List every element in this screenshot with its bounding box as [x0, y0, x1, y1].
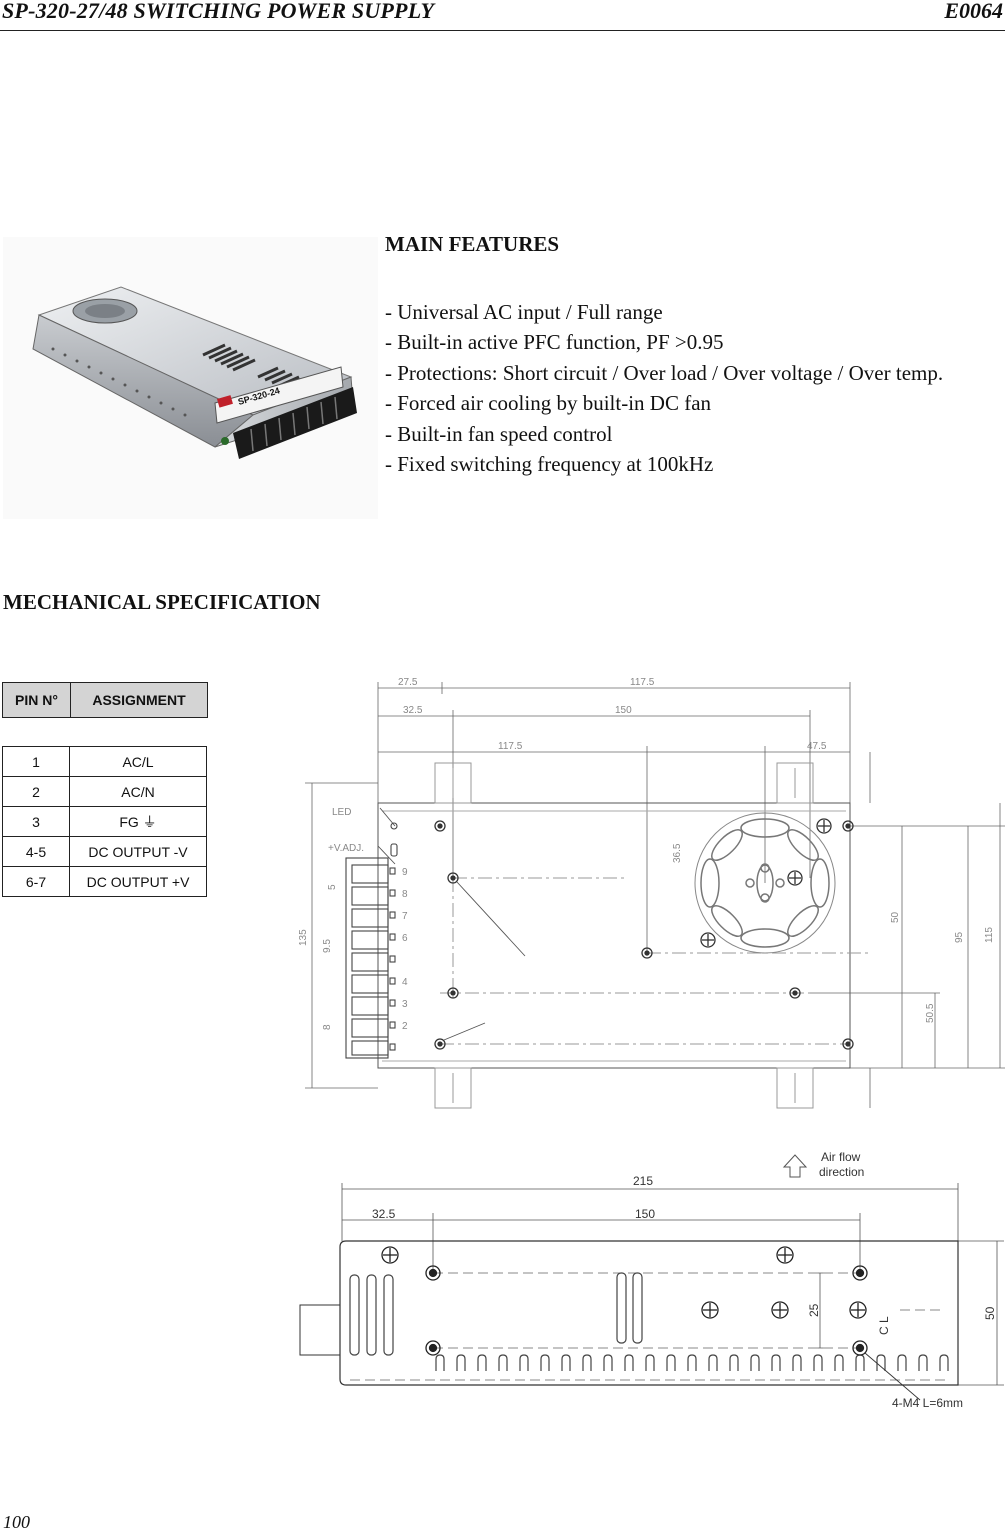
- dim-9-5: 9.5: [322, 939, 333, 953]
- feature-item: - Built-in fan speed control: [385, 421, 613, 446]
- mechanical-heading: MECHANICAL SPECIFICATION: [3, 590, 321, 614]
- assignment-cell: AC/L: [69, 746, 207, 777]
- assignment-cell: DC OUTPUT +V: [69, 866, 207, 897]
- side-dim-50: 50: [983, 1306, 997, 1320]
- terminal-label: 2: [402, 1021, 408, 1032]
- pin-column-header: PIN N°: [3, 683, 71, 717]
- dim-47-5: 47.5: [807, 741, 827, 752]
- assignment-cell: FG ⏚: [69, 806, 207, 837]
- page-number: 100: [3, 1512, 30, 1532]
- dim-8: 8: [322, 1024, 333, 1030]
- airflow-label-2: direction: [819, 1165, 864, 1179]
- pin-cell: 4-5: [2, 836, 70, 867]
- top-view-drawing: 27.5 117.5 32.5 150 117.5 47.5 36.5 50 9…: [290, 668, 1005, 1118]
- terminal-label: 8: [402, 889, 408, 900]
- feature-item: - Forced air cooling by built-in DC fan: [385, 391, 712, 416]
- dim-117-5: 117.5: [498, 741, 523, 752]
- side-view-drawing: Air flow direction 215 32.5 150 25 50 C …: [290, 1145, 1005, 1430]
- terminal-label: 7: [402, 911, 408, 922]
- feature-item: - Protections: Short circuit / Over load…: [385, 360, 944, 385]
- features-list: - Universal AC input / Full range - Buil…: [385, 297, 1005, 479]
- dim-32-5: 32.5: [403, 705, 423, 716]
- pin-cell: 3: [2, 806, 70, 837]
- centerline-label: C L: [877, 1316, 891, 1335]
- dim-25: 25: [807, 1303, 821, 1317]
- led-label: LED: [332, 807, 351, 818]
- assignment-column-header: ASSIGNMENT: [92, 692, 186, 708]
- side-dim-32-5: 32.5: [372, 1207, 396, 1221]
- pin-cell: 6-7: [2, 866, 70, 897]
- dim-135: 135: [298, 929, 309, 946]
- dim-215: 215: [633, 1174, 653, 1188]
- dim-150: 150: [615, 705, 632, 716]
- dim-27-5: 27.5: [398, 677, 418, 688]
- feature-item: - Universal AC input / Full range: [385, 300, 663, 324]
- dim-95: 95: [954, 931, 965, 943]
- document-code: E0064: [944, 0, 1003, 23]
- airflow-label-1: Air flow: [821, 1150, 861, 1164]
- dim-117-5-top: 117.5: [630, 677, 655, 688]
- dim-5: 5: [327, 884, 338, 890]
- pin-cell: 1: [2, 746, 70, 777]
- vadj-label: +V.ADJ.: [328, 843, 364, 854]
- terminal-label: 6: [402, 933, 408, 944]
- feature-item: - Fixed switching frequency at 100kHz: [385, 452, 714, 477]
- dim-115: 115: [984, 927, 995, 943]
- pin-cell: 2: [2, 776, 70, 807]
- terminal-label: 4: [402, 977, 408, 988]
- product-photo: SP-320-24: [3, 237, 378, 519]
- terminal-label: 3: [402, 999, 408, 1010]
- dim-50-5: 50.5: [925, 1003, 936, 1023]
- features-heading: MAIN FEATURES: [385, 232, 560, 256]
- feature-item: - Built-in active PFC function, PF >0.95: [385, 330, 724, 355]
- dim-36-5: 36.5: [672, 843, 683, 863]
- terminal-label: 9: [402, 867, 408, 878]
- assignment-cell: DC OUTPUT -V: [69, 836, 207, 867]
- document-title: SP-320-27/48 SWITCHING POWER SUPPLY: [2, 0, 435, 23]
- main-features: MAIN FEATURES - Universal AC input / Ful…: [385, 232, 1005, 479]
- assignment-cell: AC/N: [69, 776, 207, 807]
- dim-50: 50: [890, 911, 901, 923]
- page-header: SP-320-27/48 SWITCHING POWER SUPPLY E006…: [0, 0, 1005, 31]
- screw-note: 4-M4 L=6mm: [892, 1396, 963, 1410]
- pin-table-header: PIN N° ASSIGNMENT: [2, 682, 208, 718]
- side-dim-150: 150: [635, 1207, 655, 1221]
